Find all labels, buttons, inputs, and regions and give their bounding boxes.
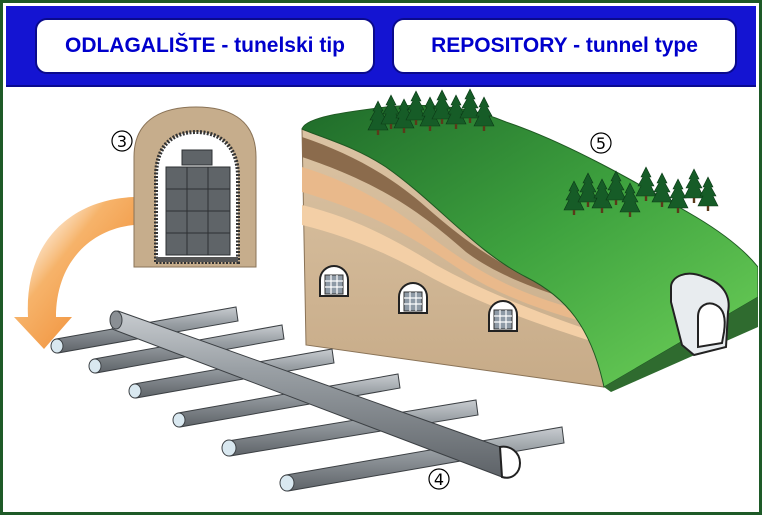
title-english: REPOSITORY - tunnel type [392,18,737,74]
label-number-3: 3 [117,132,127,151]
header-bar: ODLAGALIŠTE - tunelski tip REPOSITORY - … [6,6,756,87]
title-croatian: ODLAGALIŠTE - tunelski tip [35,18,375,74]
repository-illustration: 3 [14,88,758,492]
tunnel-network [50,306,565,492]
label-number-4: 4 [434,470,444,489]
landscape-block [301,88,758,392]
label-circle-4 [428,468,450,490]
label-circle-3 [111,130,133,152]
transport-arrow [14,197,134,349]
label-number-5: 5 [596,134,606,153]
label-circle-5 [590,132,612,154]
tunnel-cross-section [133,106,257,268]
